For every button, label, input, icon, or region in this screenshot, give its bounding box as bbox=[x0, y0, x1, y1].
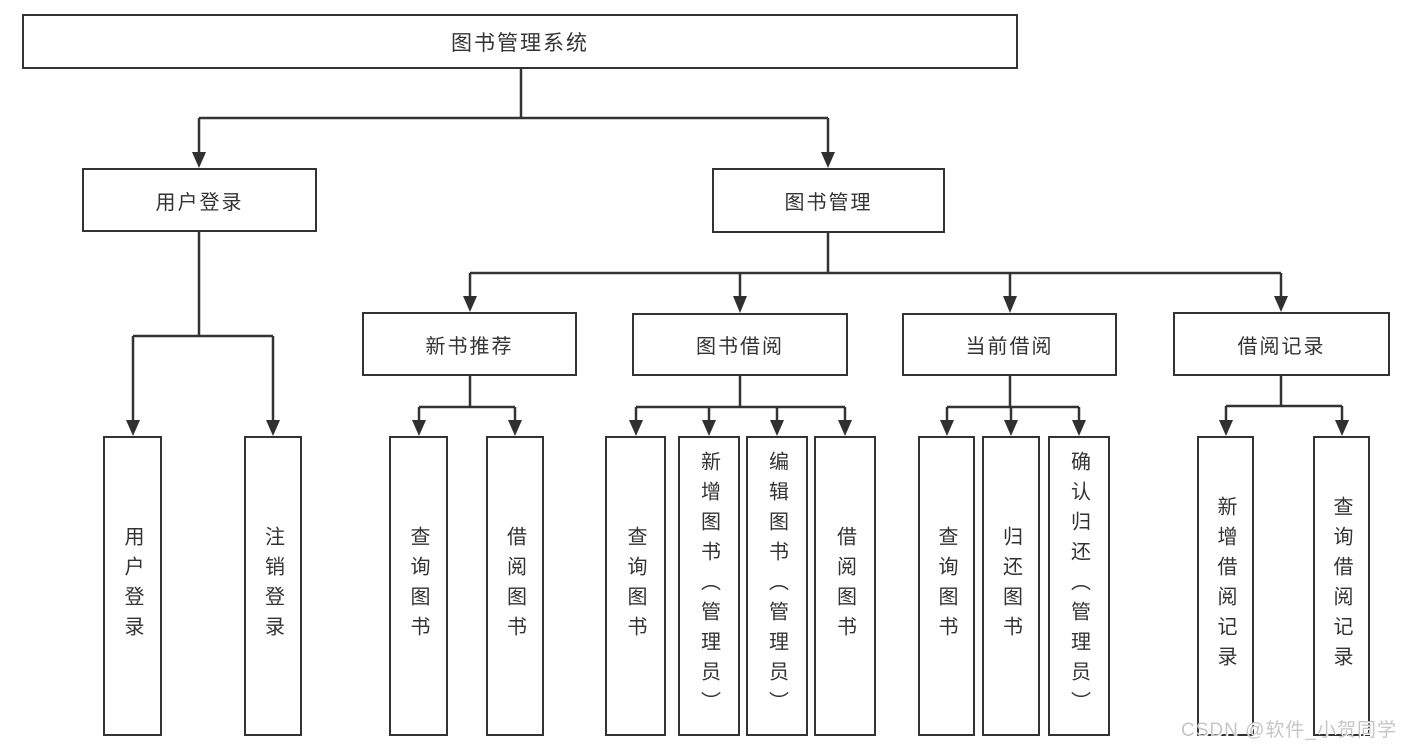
node-library-management-system: 图书管理系统 bbox=[22, 14, 1018, 69]
leaf-confirm-return-admin: 确认归还（管理员） bbox=[1048, 436, 1110, 736]
leaf-query-borrow-record: 查询借阅记录 bbox=[1313, 436, 1370, 736]
csdn-watermark: CSDN @软件_小贺同学 bbox=[1181, 720, 1397, 741]
leaf-return-book: 归还图书 bbox=[982, 436, 1040, 736]
leaf-borrow-books-label: 借阅图书 bbox=[833, 526, 856, 646]
leaf-borrow-books: 借阅图书 bbox=[814, 436, 876, 736]
leaf-query-books-recommend: 查询图书 bbox=[389, 436, 448, 736]
leaf-borrow-books-recommend: 借阅图书 bbox=[486, 436, 544, 736]
leaf-logout: 注销登录 bbox=[244, 436, 302, 736]
leaf-edit-book-admin-label: 编辑图书（管理员） bbox=[765, 451, 788, 721]
leaf-borrow-books-recommend-label: 借阅图书 bbox=[503, 526, 526, 646]
leaf-query-books-current-label: 查询图书 bbox=[935, 526, 957, 646]
node-current-borrowing: 当前借阅 bbox=[902, 313, 1117, 376]
leaf-query-borrow-record-label: 查询借阅记录 bbox=[1330, 496, 1352, 676]
leaf-query-books-borrow-label: 查询图书 bbox=[624, 526, 646, 646]
leaf-add-borrow-record-label: 新增借阅记录 bbox=[1214, 496, 1236, 676]
node-book-management: 图书管理 bbox=[712, 168, 945, 233]
leaf-add-book-admin-label: 新增图书（管理员） bbox=[697, 451, 720, 721]
leaf-user-login-label: 用户登录 bbox=[121, 526, 143, 646]
node-user-login: 用户登录 bbox=[82, 168, 317, 232]
leaf-query-books-current: 查询图书 bbox=[918, 436, 975, 736]
node-new-book-recommendation: 新书推荐 bbox=[362, 312, 577, 376]
leaf-logout-label: 注销登录 bbox=[261, 526, 284, 646]
leaf-add-book-admin: 新增图书（管理员） bbox=[678, 436, 740, 736]
leaf-query-books-recommend-label: 查询图书 bbox=[407, 526, 429, 646]
leaf-user-login: 用户登录 bbox=[103, 436, 162, 736]
leaf-query-books-borrow: 查询图书 bbox=[605, 436, 666, 736]
node-borrowing-records: 借阅记录 bbox=[1173, 312, 1390, 376]
leaf-return-book-label: 归还图书 bbox=[999, 526, 1022, 646]
leaf-add-borrow-record: 新增借阅记录 bbox=[1197, 436, 1254, 736]
leaf-edit-book-admin: 编辑图书（管理员） bbox=[746, 436, 808, 736]
node-book-borrowing: 图书借阅 bbox=[632, 313, 848, 376]
leaf-confirm-return-admin-label: 确认归还（管理员） bbox=[1067, 451, 1090, 721]
